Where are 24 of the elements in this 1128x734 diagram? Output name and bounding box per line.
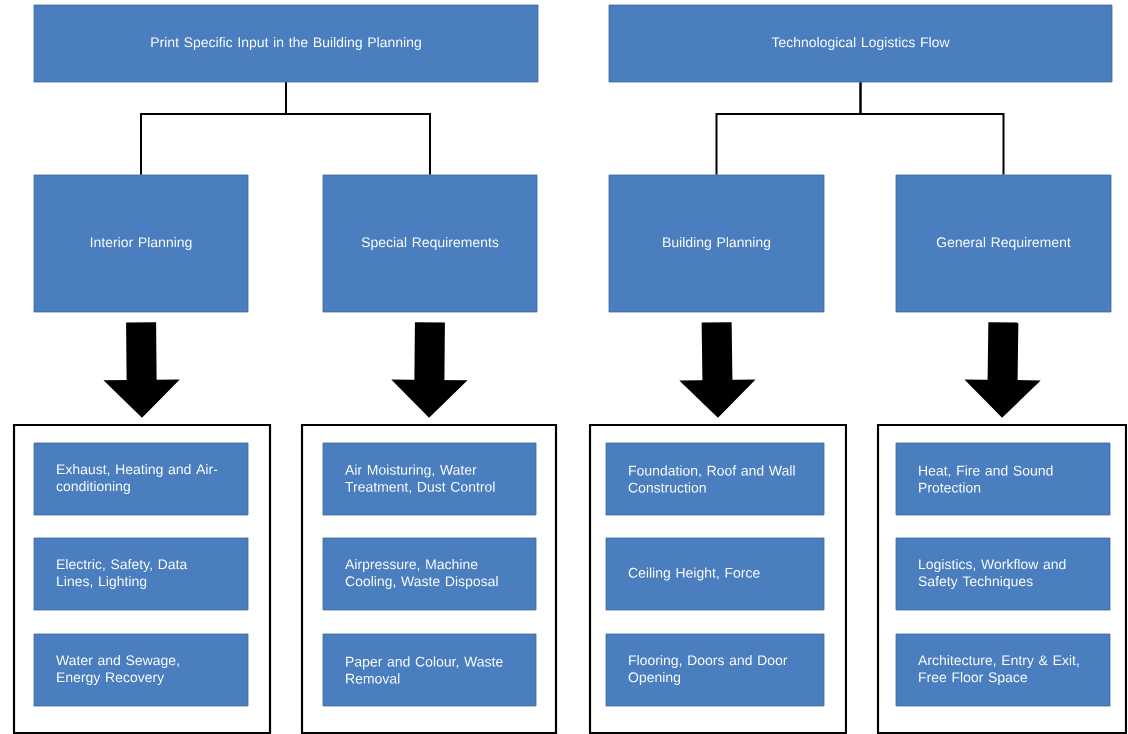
group-frame [12,423,272,734]
item-box: Architecture, Entry & Exit, Free Floor Space [895,633,1111,707]
group-frame [300,423,558,734]
item-box: Water and Sewage, Energy Recovery [33,633,249,707]
item-box: Airpressure, Machine Cooling, Waste Disposal [322,537,537,611]
connector-line [285,81,431,176]
item-box: Heat, Fire and Sound Protection [895,442,1111,516]
item-box: Logistics, Workflow and Safety Techniques [895,537,1111,611]
item-box: Electric, Safety, Data Lines, Lighting [33,537,249,611]
item-box: Foundation, Roof and Wall Construction [605,442,825,516]
category-box: General Requirement [895,174,1112,313]
group-frame [588,423,848,734]
title-box: Technological Logistics Flow [608,4,1113,83]
group-frame [876,423,1128,734]
item-box: Ceiling Height, Force [605,537,825,611]
item-box: Air Moisturing, Water Treatment, Dust Control [322,442,537,516]
category-box: Special Requirements [322,174,538,313]
item-box: Flooring, Doors and Door Opening [605,633,825,707]
item-box: Exhaust, Heating and Air-conditioning [33,442,249,516]
category-box: Building Planning [608,174,825,313]
item-box: Paper and Colour, Waste Removal [322,633,537,707]
connector-line [859,81,1005,176]
title-box: Print Specific Input in the Building Planning [33,4,539,83]
category-box: Interior Planning [33,174,249,313]
